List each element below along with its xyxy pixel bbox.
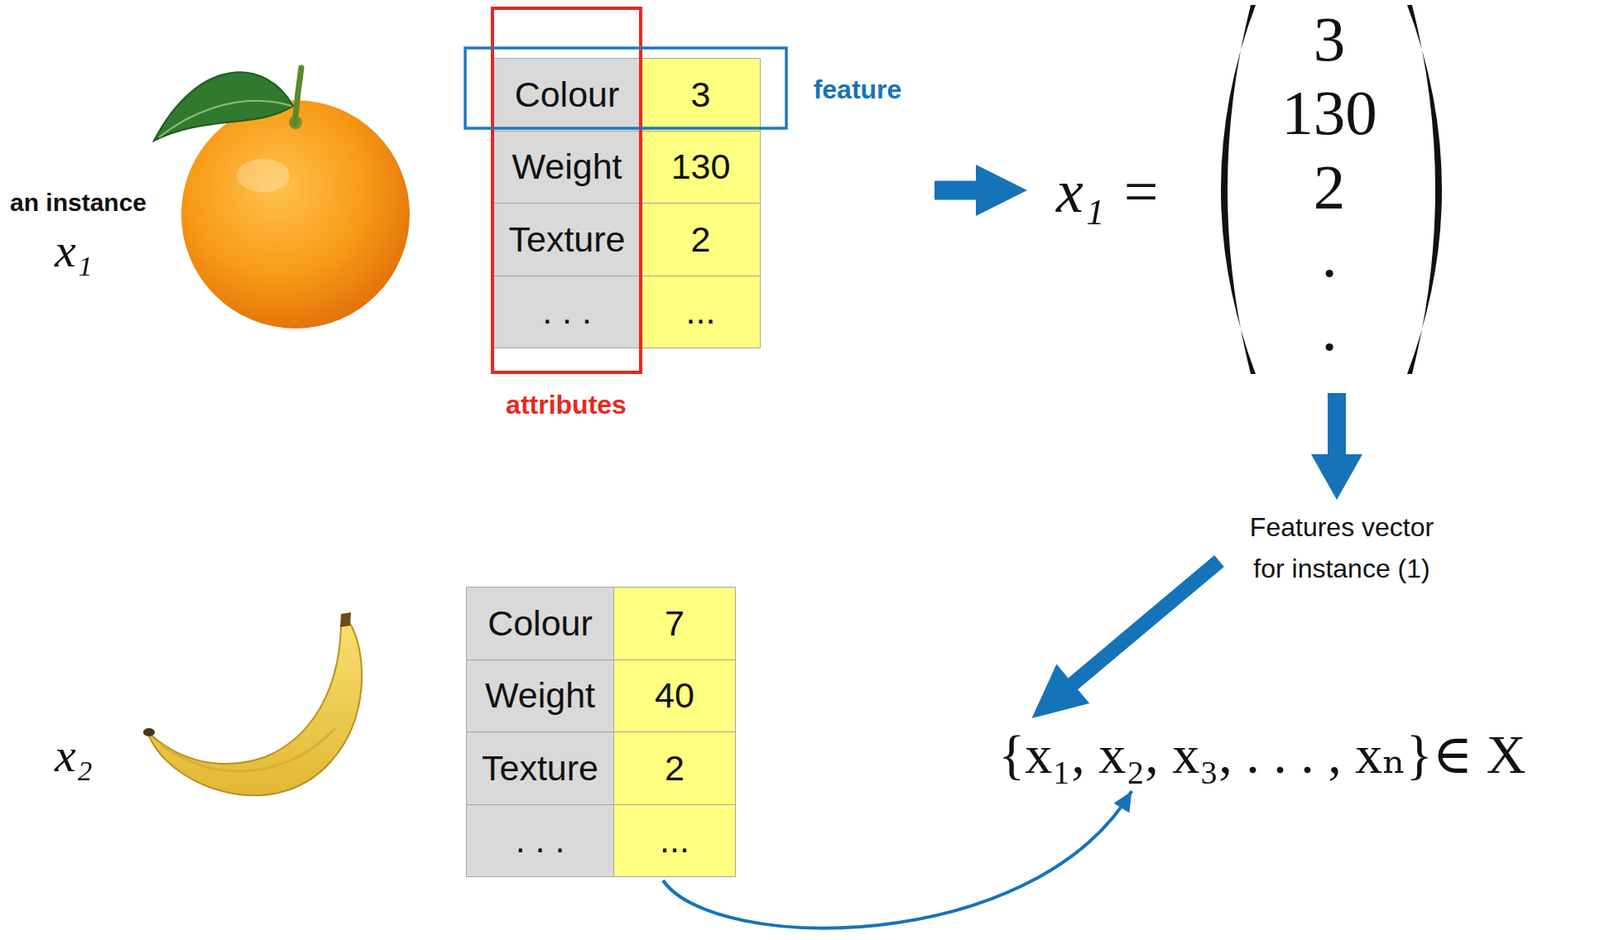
attribute-name: Texture	[508, 221, 625, 258]
value-cell: 3	[641, 58, 761, 132]
arrowhead	[1114, 791, 1133, 813]
instance-symbol-wrap: x₂	[7, 724, 140, 798]
value-cell: 2	[641, 203, 761, 277]
feature-label-wrap: feature	[774, 72, 941, 112]
vector-entry: .	[1321, 293, 1337, 365]
attribute-cell: Texture	[493, 203, 642, 277]
attribute-cell: Weight	[466, 660, 615, 734]
attribute-cell: Colour	[466, 587, 615, 661]
parenthesis	[1407, 4, 1442, 375]
thick-arrow	[1311, 393, 1363, 500]
attribute-name: Weight	[485, 677, 596, 714]
instance-set: {x₁, x₂, x₃, . . . , xₙ}∈ X	[990, 721, 1535, 788]
value-cell: 130	[641, 131, 761, 205]
value-cell: ...	[641, 276, 761, 350]
instance-symbol: x₁	[54, 223, 93, 278]
attribute-cell: Weight	[493, 131, 642, 205]
set-expression: {x₁, x₂, x₃, . . . , xₙ}∈ X	[999, 723, 1527, 787]
attribute-name: . . .	[515, 822, 566, 859]
vector-entry: .	[1321, 219, 1337, 291]
instance-label: an instance	[9, 188, 147, 217]
instance-symbol: x₂	[54, 728, 93, 783]
vector-entry-wrap: .	[1230, 221, 1429, 289]
thick-arrow	[1032, 555, 1225, 719]
attribute-name: Colour	[487, 605, 593, 642]
vector-name-wrap: x₁ =	[1056, 158, 1162, 225]
instance-label-wrap: an instance	[9, 186, 259, 223]
feature-value: 130	[671, 148, 731, 185]
attributes-label-wrap: attributes	[466, 387, 666, 428]
vector-entry-wrap: 3	[1230, 5, 1429, 73]
value-cell: ...	[614, 805, 736, 879]
thick-arrow	[934, 164, 1028, 217]
feature-value: 7	[664, 605, 685, 642]
attribute-cell: . . .	[466, 805, 615, 879]
attribute-name: . . .	[542, 293, 592, 330]
attributes-highlight	[492, 8, 641, 373]
feature-value: 3	[691, 76, 712, 113]
vector-entry: 130	[1281, 76, 1378, 149]
vector-entry-wrap: 130	[1230, 79, 1429, 146]
orange-fruit	[181, 100, 410, 329]
feature-value: 2	[691, 221, 712, 258]
banana-ridge	[161, 728, 336, 772]
attributes-label: attributes	[505, 389, 627, 420]
connector	[934, 164, 1028, 217]
instance-symbol-wrap: x₁	[7, 219, 140, 294]
edge-label: Features vector for instance (1)	[1249, 512, 1434, 584]
attribute-table: Colour 7Weight 40Texture 2 . . ....	[466, 586, 736, 878]
feature-value: ...	[659, 822, 690, 859]
attribute-cell: . . .	[493, 276, 642, 350]
attribute-name: Texture	[481, 750, 599, 787]
banana-fruit	[147, 622, 362, 796]
feature-label: feature	[813, 74, 903, 105]
feature-vector: x₁ = 31302..	[1030, 0, 1453, 381]
feature-value: ...	[686, 293, 716, 330]
orange-stem	[294, 67, 302, 125]
vector-entry: 2	[1313, 151, 1346, 223]
feature-value: 2	[664, 750, 685, 787]
value-cell: 40	[614, 660, 736, 734]
vector-entry-wrap: .	[1230, 295, 1429, 362]
banana-stem	[340, 612, 351, 628]
feature-value: 40	[654, 677, 695, 714]
attribute-cell: Texture	[466, 732, 615, 806]
banana-tip	[143, 728, 155, 737]
vector-name: x₁ =	[1056, 157, 1162, 226]
leaf-midrib	[158, 100, 292, 138]
attribute-cell: Colour	[493, 58, 642, 132]
orange-shine	[236, 158, 290, 193]
vector-entry: 3	[1313, 3, 1346, 75]
vector-entry-wrap: 2	[1230, 153, 1429, 221]
orange-leaf	[153, 72, 294, 141]
value-cell: 2	[614, 732, 736, 806]
parenthesis	[1220, 4, 1256, 375]
attribute-name: Colour	[514, 76, 620, 113]
edge-label-wrap: Features vector for instance (1)	[1234, 509, 1450, 592]
attribute-name: Weight	[511, 148, 622, 185]
attribute-table: Colour 3Weight 130Texture 2 . . ....	[492, 57, 761, 349]
value-cell: 7	[614, 587, 736, 661]
